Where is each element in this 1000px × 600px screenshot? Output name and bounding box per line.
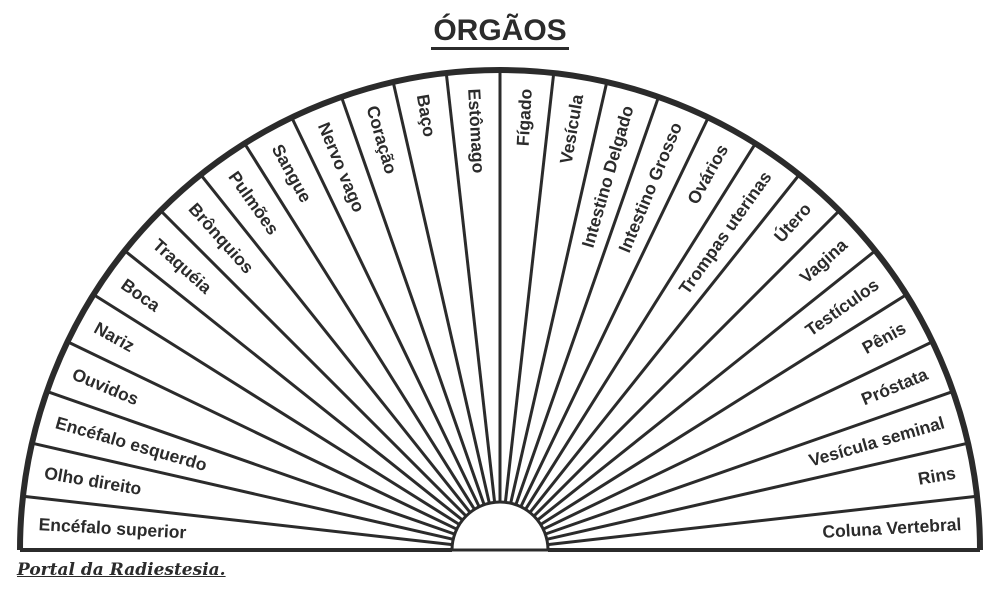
sector-divider [199, 173, 472, 514]
sector-divider [532, 209, 841, 518]
sector-divider [514, 96, 660, 506]
sector-label: Boca [117, 274, 164, 315]
sector-label: Estômago [464, 88, 489, 174]
sector-divider [92, 293, 461, 526]
sector-label: Coração [362, 103, 401, 176]
sector-divider [509, 81, 609, 504]
footer-brand: Portal da Radiestesia. [17, 560, 226, 580]
sector-label: Encéfalo superior [38, 514, 187, 542]
sector-label: Baço [413, 93, 440, 139]
sector-divider [243, 142, 476, 511]
sector-label: Vesícula seminal [807, 412, 947, 470]
sector-divider [542, 340, 934, 531]
sector-divider [536, 249, 877, 522]
sector-label: Testículos [801, 274, 882, 340]
sector-divider [66, 340, 458, 531]
sector-divider [547, 494, 978, 547]
sector-divider [31, 441, 454, 541]
sector-label: Vesícula [556, 93, 587, 166]
sector-label: Ovários [683, 141, 732, 208]
sector-label: Pulmões [224, 167, 283, 238]
outer-arc [17, 67, 983, 551]
chart-title-wrap: ÓRGÃOS [0, 14, 1000, 50]
sector-divider [519, 116, 710, 508]
sector-divider [22, 494, 453, 547]
chart-title: ÓRGÃOS [431, 14, 569, 50]
sector-divider [391, 81, 491, 504]
sector-label: Rins [916, 463, 957, 489]
sector-divider [528, 173, 801, 514]
sector-label: Coluna Vertebral [822, 514, 962, 542]
sector-divider [340, 96, 486, 506]
sector-divider [123, 249, 464, 522]
sector-divider [290, 116, 481, 508]
sector-divider [159, 209, 468, 518]
sector-label: Nervo vago [314, 119, 369, 215]
sector-divider [546, 441, 969, 541]
sector-label: Pênis [859, 318, 910, 358]
sector-divider [544, 390, 954, 536]
sector-label: Fígado [513, 88, 536, 146]
sector-divider [539, 293, 908, 526]
sector-label: Vagina [796, 235, 852, 288]
center-hub [450, 500, 550, 552]
sector-divider [46, 390, 456, 536]
sector-label: Nariz [91, 318, 138, 356]
sector-divider [444, 72, 497, 503]
sector-label: Olho direito [43, 463, 143, 499]
sector-label: Traquéia [149, 235, 216, 298]
sector-divider [524, 142, 757, 511]
sector-divider [503, 72, 556, 503]
